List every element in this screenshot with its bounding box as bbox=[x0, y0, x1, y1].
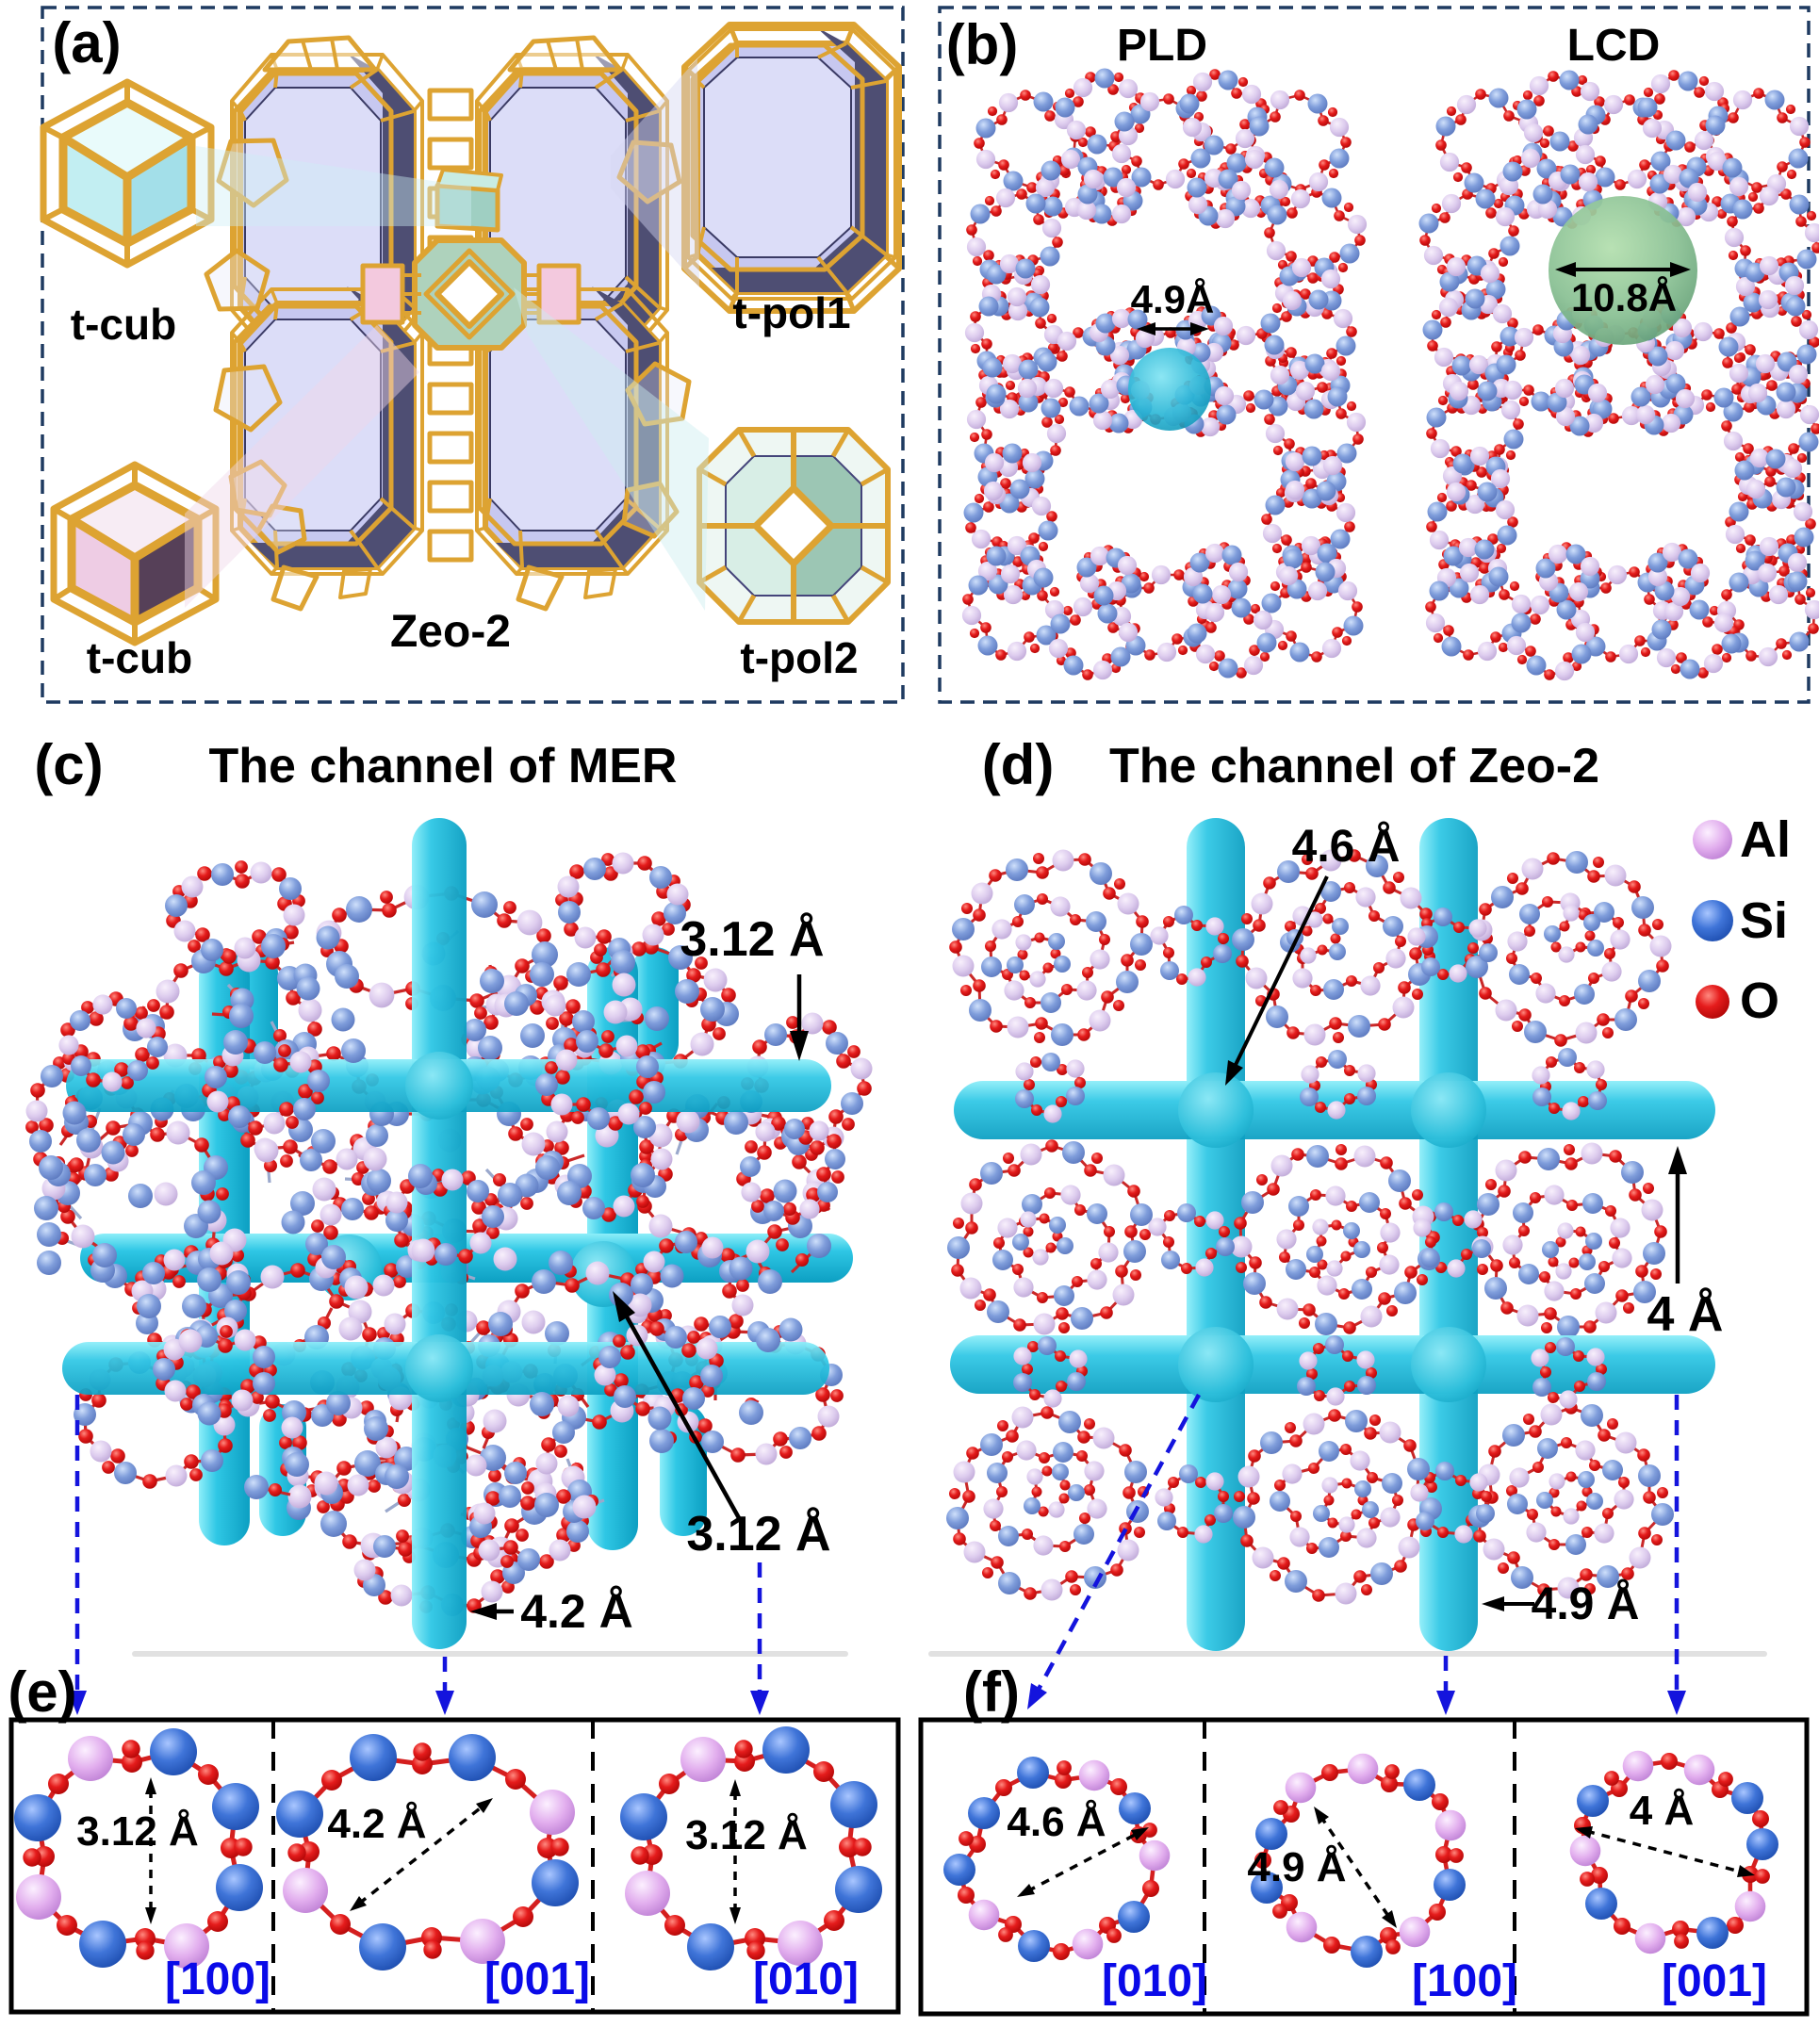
svg-text:(c): (c) bbox=[34, 733, 103, 796]
svg-text:The channel of MER: The channel of MER bbox=[209, 739, 678, 793]
svg-text:O: O bbox=[1740, 973, 1779, 1029]
svg-text:3.12 Å: 3.12 Å bbox=[76, 1808, 199, 1855]
svg-text:4 Å: 4 Å bbox=[1647, 1287, 1724, 1342]
svg-text:Si: Si bbox=[1740, 892, 1788, 949]
svg-text:[010]: [010] bbox=[753, 1954, 859, 2004]
svg-text:4.6 Å: 4.6 Å bbox=[1292, 821, 1401, 872]
svg-text:t-pol2: t-pol2 bbox=[740, 633, 858, 682]
svg-text:(b): (b) bbox=[946, 13, 1019, 76]
svg-text:[010]: [010] bbox=[1102, 1956, 1207, 2006]
svg-text:[100]: [100] bbox=[1412, 1956, 1517, 2006]
svg-text:[001]: [001] bbox=[484, 1954, 590, 2004]
svg-text:PLD: PLD bbox=[1117, 21, 1207, 71]
svg-text:4.2 Å: 4.2 Å bbox=[327, 1801, 426, 1847]
svg-text:t-cub: t-cub bbox=[71, 300, 176, 349]
svg-text:Al: Al bbox=[1740, 811, 1791, 868]
svg-text:4.2 Å: 4.2 Å bbox=[520, 1585, 633, 1638]
svg-text:t-pol1: t-pol1 bbox=[732, 288, 850, 337]
svg-text:(f): (f) bbox=[963, 1660, 1020, 1724]
svg-text:3.12 Å: 3.12 Å bbox=[680, 912, 824, 967]
svg-text:3.12 Å: 3.12 Å bbox=[686, 1507, 830, 1562]
svg-text:LCD: LCD bbox=[1567, 21, 1661, 71]
svg-text:(e): (e) bbox=[8, 1660, 76, 1724]
svg-text:[100]: [100] bbox=[165, 1954, 270, 2004]
svg-text:The channel of Zeo-2: The channel of Zeo-2 bbox=[1109, 739, 1599, 793]
svg-text:4.9Å: 4.9Å bbox=[1131, 277, 1215, 321]
svg-text:t-cub: t-cub bbox=[87, 633, 192, 682]
svg-text:10.8Å: 10.8Å bbox=[1571, 275, 1677, 319]
svg-text:(a): (a) bbox=[52, 11, 121, 74]
svg-text:4 Å: 4 Å bbox=[1630, 1788, 1694, 1834]
svg-text:4.6 Å: 4.6 Å bbox=[1007, 1799, 1106, 1845]
svg-text:[001]: [001] bbox=[1662, 1956, 1767, 2006]
svg-text:Zeo-2: Zeo-2 bbox=[390, 607, 511, 657]
svg-text:(d): (d) bbox=[982, 733, 1055, 796]
svg-text:3.12 Å: 3.12 Å bbox=[685, 1812, 808, 1858]
svg-text:4.9 Å: 4.9 Å bbox=[1532, 1578, 1640, 1629]
svg-text:4.9 Å: 4.9 Å bbox=[1247, 1844, 1346, 1890]
